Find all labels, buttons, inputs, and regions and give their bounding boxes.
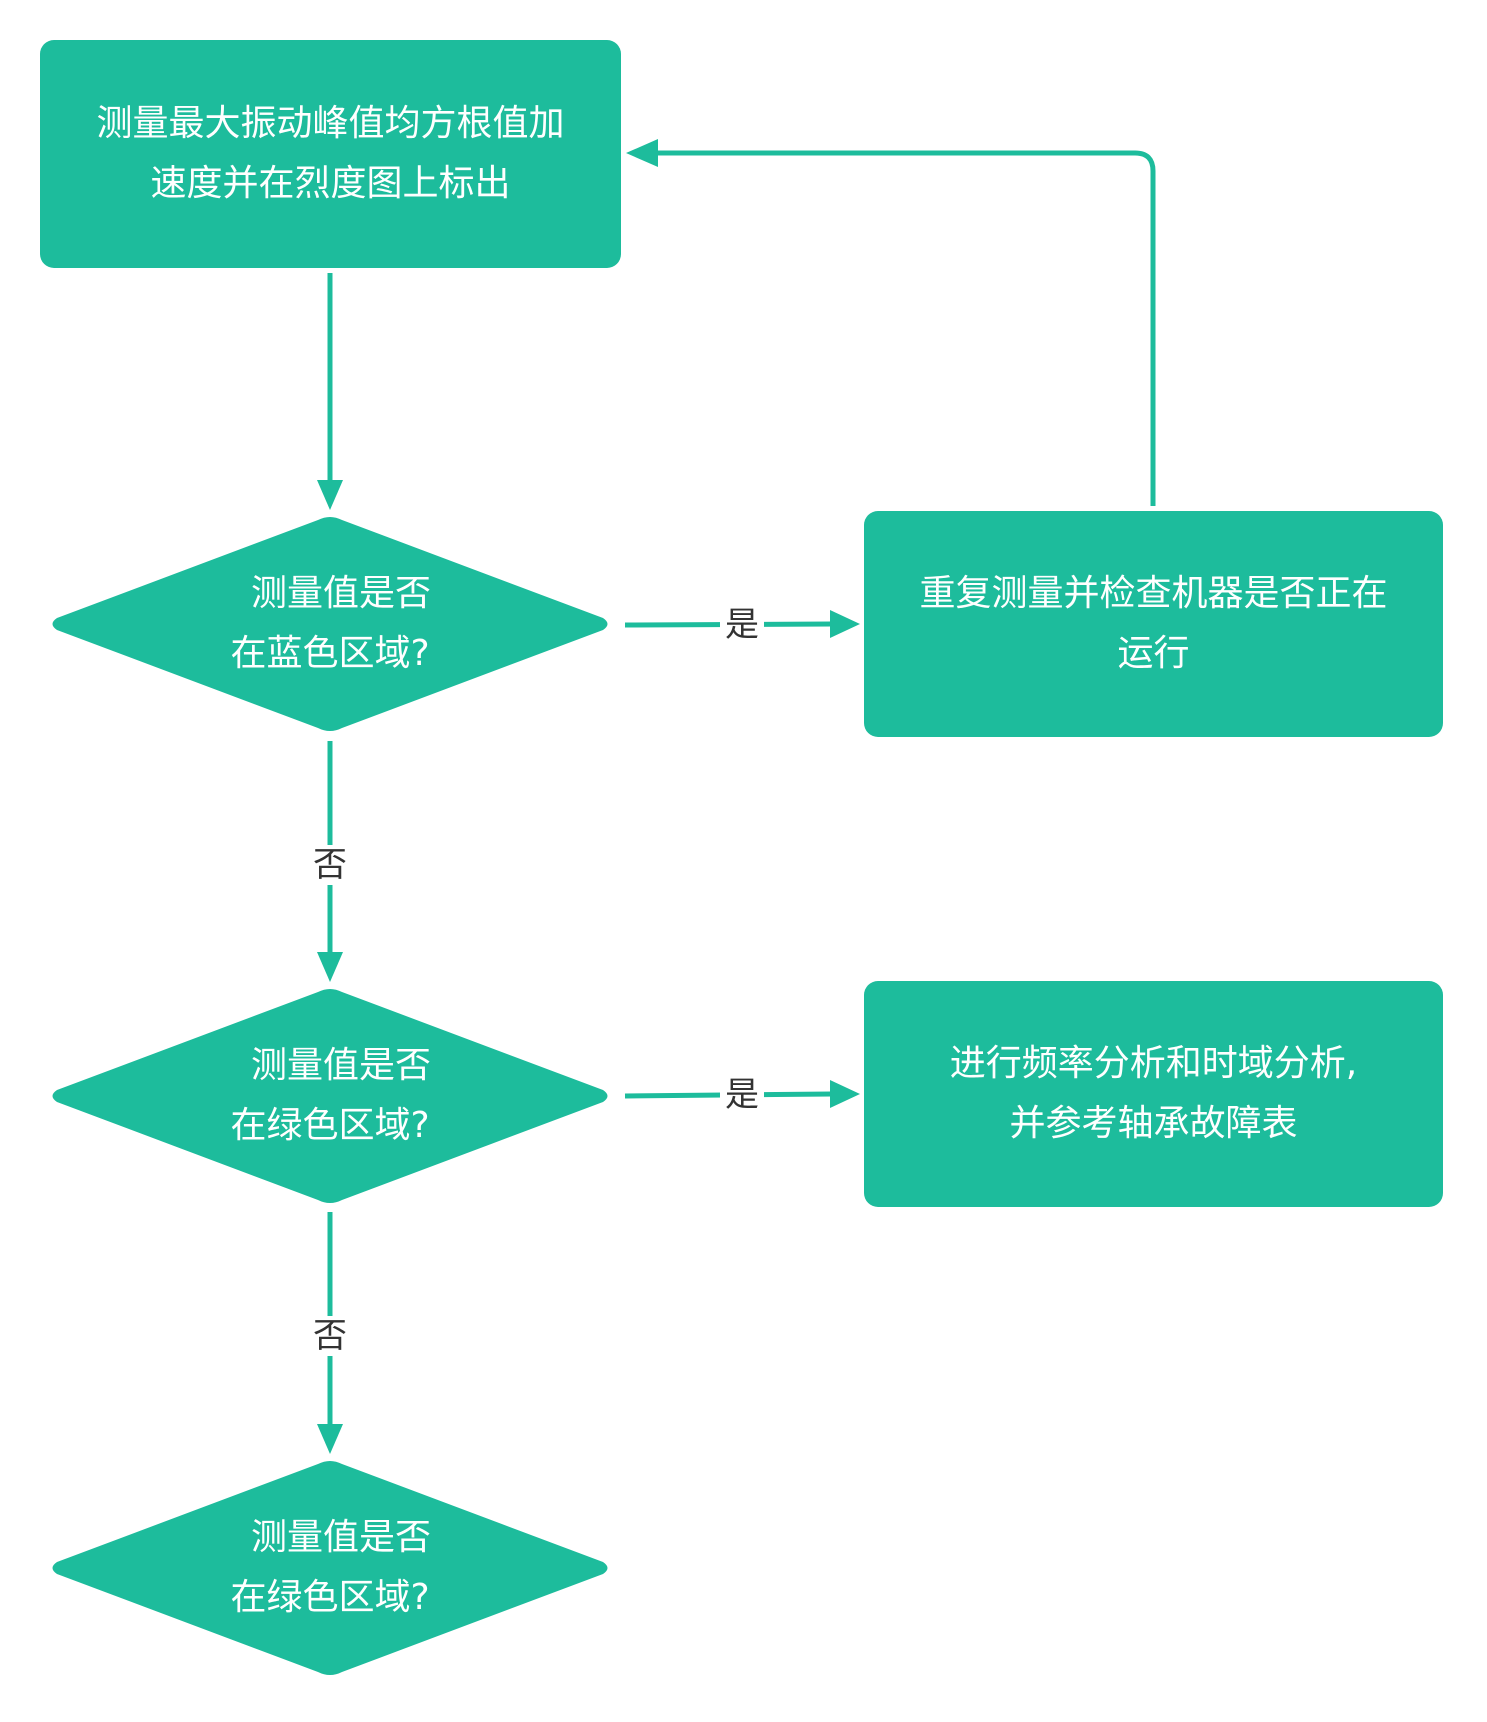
node-analysis-line-1: 进行频率分析和时域分析, <box>949 1043 1358 1084</box>
node-decision-green-2-line-1: 测量值是否 <box>250 1517 431 1558</box>
node-analysis-line-2: 并参考轴承故障表 <box>1009 1103 1298 1144</box>
node-decision-green-1-shape[interactable] <box>52 989 608 1203</box>
node-measure-line-2: 速度并在烈度图上标出 <box>150 163 511 204</box>
node-repeat-check-line-1: 重复测量并检查机器是否正在 <box>919 573 1388 614</box>
edge-label-no-1: 否 <box>308 845 352 885</box>
edge-label-yes-1: 是 <box>720 605 764 645</box>
arrow-left-icon <box>626 139 658 167</box>
arrow-down-icon <box>317 952 343 982</box>
node-decision-blue-text: 测量值是否 在蓝色区域? <box>150 564 510 684</box>
node-measure-text: 测量最大振动峰值均方根值加 速度并在烈度图上标出 <box>40 40 621 268</box>
node-decision-green-1-line-2: 在绿色区域? <box>230 1105 430 1146</box>
node-decision-green-1-line-1: 测量值是否 <box>250 1045 431 1086</box>
edge-label-yes-2: 是 <box>720 1075 764 1115</box>
edge-measure-to-decision-blue <box>317 273 343 510</box>
node-decision-blue-shape[interactable] <box>52 517 608 731</box>
edge-label-no-2: 否 <box>308 1316 352 1356</box>
node-decision-green-2-text: 测量值是否 在绿色区域? <box>150 1508 510 1628</box>
node-decision-green-1-text: 测量值是否 在绿色区域? <box>150 1036 510 1156</box>
node-decision-green-2-line-2: 在绿色区域? <box>230 1577 430 1618</box>
node-repeat-check-line-2: 运行 <box>1117 633 1190 674</box>
arrow-right-icon <box>830 1080 860 1108</box>
arrow-down-icon <box>317 1424 343 1454</box>
node-repeat-check-shape[interactable] <box>864 511 1443 737</box>
arrow-right-icon <box>830 610 860 638</box>
node-decision-green-2-shape[interactable] <box>52 1461 608 1675</box>
node-analysis-text: 进行频率分析和时域分析, 并参考轴承故障表 <box>864 981 1443 1207</box>
edge-repeat-check-to-measure <box>626 139 1156 506</box>
node-measure-shape[interactable] <box>40 40 621 268</box>
node-repeat-check-text: 重复测量并检查机器是否正在 运行 <box>864 511 1443 737</box>
node-analysis-shape[interactable] <box>864 981 1443 1207</box>
node-decision-blue-line-1: 测量值是否 <box>250 573 431 614</box>
node-decision-blue-line-2: 在蓝色区域? <box>230 633 430 674</box>
arrow-down-icon <box>317 480 343 510</box>
node-measure-line-1: 测量最大振动峰值均方根值加 <box>96 103 565 144</box>
